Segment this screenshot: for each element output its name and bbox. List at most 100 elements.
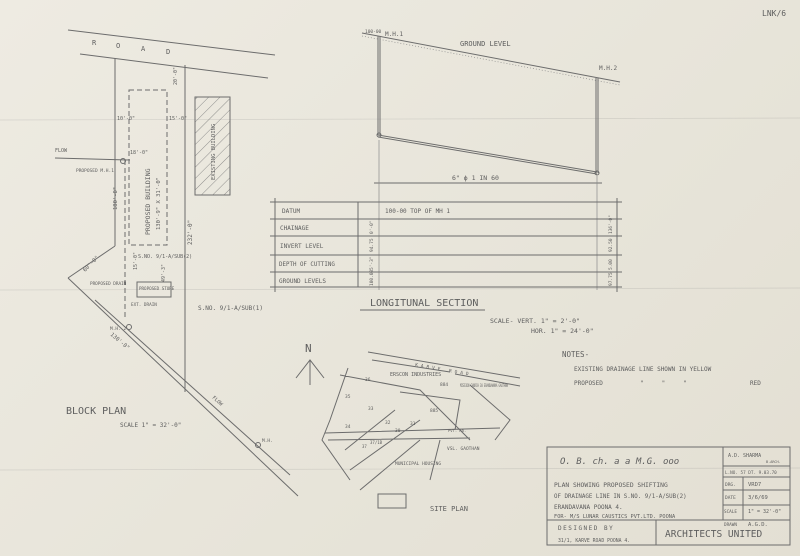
proposed-store-label: PROPOSED STORE [139,286,175,291]
drawing-scale: 1" = 32'-0" [748,509,781,515]
table-row-label: GROUND LEVELS [279,278,326,285]
field-label: SCALE [724,509,737,515]
invert-point [376,132,382,138]
north-label: N [305,342,312,355]
firm-name: ARCHITECTS UNITED [665,529,763,540]
datum-value: 100-00 [365,29,382,35]
road-letter: R [92,39,97,47]
dimension: 180'-0" [113,187,119,210]
mh1-label: M.H.1 [385,31,403,38]
pipe-line [377,134,598,173]
road-edge-top [67,29,276,56]
ground-level-line [361,32,621,83]
road-letter: O [116,42,120,50]
dimension: 15'-0" [169,116,187,122]
title-block: O. B. ch. a a M.G. ooo A.D. SHARMA B.ARC… [546,446,791,546]
drawing-number: VRD7 [748,482,761,488]
north-arrow-icon [295,359,325,385]
proposed-building-outline [128,89,168,246]
licence-number: L.NO. 57 DT. 9.03.70 [725,470,777,476]
client-name: FOR- M/S LUNAR CAUSTICS PVT.LTD. POONA [554,514,676,520]
notes-heading: NOTES- [562,350,589,359]
site-label: MISSION CHURCH 30 ERANDAWANA GAOTHAN [460,383,508,389]
section-scale-horizontal: HOR. 1" = 24'-0" [531,327,594,335]
dimension: 15'-0" [133,252,139,270]
notes-line: RED [750,380,761,387]
plot-number: 37 [362,444,367,449]
notes-ditto: " " " [640,380,687,387]
dimension: 10'-0" [117,116,135,122]
table-cell: 97.75 [608,272,614,286]
plot-number: 30 [395,428,401,434]
proposed-store [136,281,172,298]
plot-boundary-diagonal [67,277,299,497]
dimension: 49'-3" [161,264,167,282]
table-cell: 5'-3" [369,256,375,270]
notes-line: EXISTING DRAINAGE LINE SHOWN IN YELLOW [574,366,712,373]
sheet-ref: LNK/6 [762,9,786,18]
flow-label: FLOW [55,148,68,154]
block-plan-title: BLOCK PLAN [66,406,126,417]
mh-label: M.H. [262,438,273,444]
proposed-building-size: 130'-9" X 31'-0" [156,177,162,230]
paper-ruling [0,117,800,471]
drawing-title: OF DRAINAGE LINE IN S.NO. 9/1-A/SUB(2) [554,494,687,500]
firm-address: 31/1, KARVE ROAD POONA 4. [558,538,630,544]
survey-number-1: S.NO. 9/1-A/SUB(1) [198,305,263,312]
signatures: O. B. ch. a a M.G. ooo [560,457,679,467]
site-building [377,493,407,509]
drawing-title: PLAN SHOWING PROPOSED SHIFTING [554,482,668,489]
section-scale-vertical: SCALE- VERT. 1" = 2'-0" [490,317,580,325]
mh2-label: M.H.2 [599,65,617,72]
site-label: PVT. RD. [448,428,466,433]
karve-road [367,351,521,387]
table-cell: 92.50 [608,238,614,252]
invert-point [594,170,600,176]
drawing-location: ERANDAVANA POONA 4. [554,504,623,511]
plot-number: 885 [430,408,438,414]
architect-qualification: B.ARCH. [766,460,781,464]
plot-number: 36 [365,377,371,383]
drawn-by: A.G.D. [748,522,768,528]
dimension: 18'-0" [130,150,148,156]
dimension: 20'-0" [173,67,179,85]
table-cell: 94.75 [369,238,375,252]
ground-level-label: GROUND LEVEL [460,40,511,48]
pipe-line [377,136,598,175]
table-cell: 136'-0" [608,215,614,234]
plot-number: 32 [385,420,391,426]
mh2-label: M.H. 2 [110,326,127,332]
architect-name: A.D. SHARMA [728,453,761,459]
site-plan: N KARVE ROAD ERSCON INDUSTRIES MISSION C… [295,342,521,513]
existing-drain-label: EXT. DRAIN [131,302,157,308]
pipe-label: 6" ϕ 1 IN 60 [452,174,499,182]
site-label: ERSCON INDUSTRIES [390,372,441,378]
proposed-building-label: PROPOSED BUILDING [144,168,152,235]
plot-number: 884 [440,382,448,388]
flow-line [54,157,131,161]
manhole-1-symbol [120,158,126,164]
road-edge-bottom [79,53,269,79]
block-plan: R O A D PROPOSED BUILDING 130'-9" X 31'-… [54,29,299,497]
manhole-2-symbol [126,324,132,330]
proposed-mh1-label: PROPOSED M.H.1 [76,168,114,174]
plot-number: 37/1B [370,440,383,445]
dimension: 60'-0" [82,255,100,273]
section-table: DATUM 100-00 TOP OF MH 1 CHAINAGE INVERT… [270,198,622,292]
road-letter: A [141,45,146,53]
drawing-date: 3/6/69 [748,495,768,501]
table-cell: 5.00 [608,259,614,270]
road-letter: D [166,48,170,56]
table-row-label: DATUM [282,208,300,215]
dimension: 130'-0" [109,332,131,352]
field-label: DRG. [725,482,736,488]
site-plan-boundaries [321,367,511,491]
datum-text: 100-00 TOP OF MH 1 [385,208,450,215]
site-label: VSL. GAOTHAN [447,446,480,452]
table-row-label: INVERT LEVEL [280,243,324,250]
table-row-label: CHAINAGE [280,225,309,232]
plot-number: 31 [410,421,416,427]
existing-building [194,96,231,196]
longitudinal-section: 100-00 M.H.1 M.H.2 GROUND LEVEL 6" ϕ 1 I… [270,29,622,335]
